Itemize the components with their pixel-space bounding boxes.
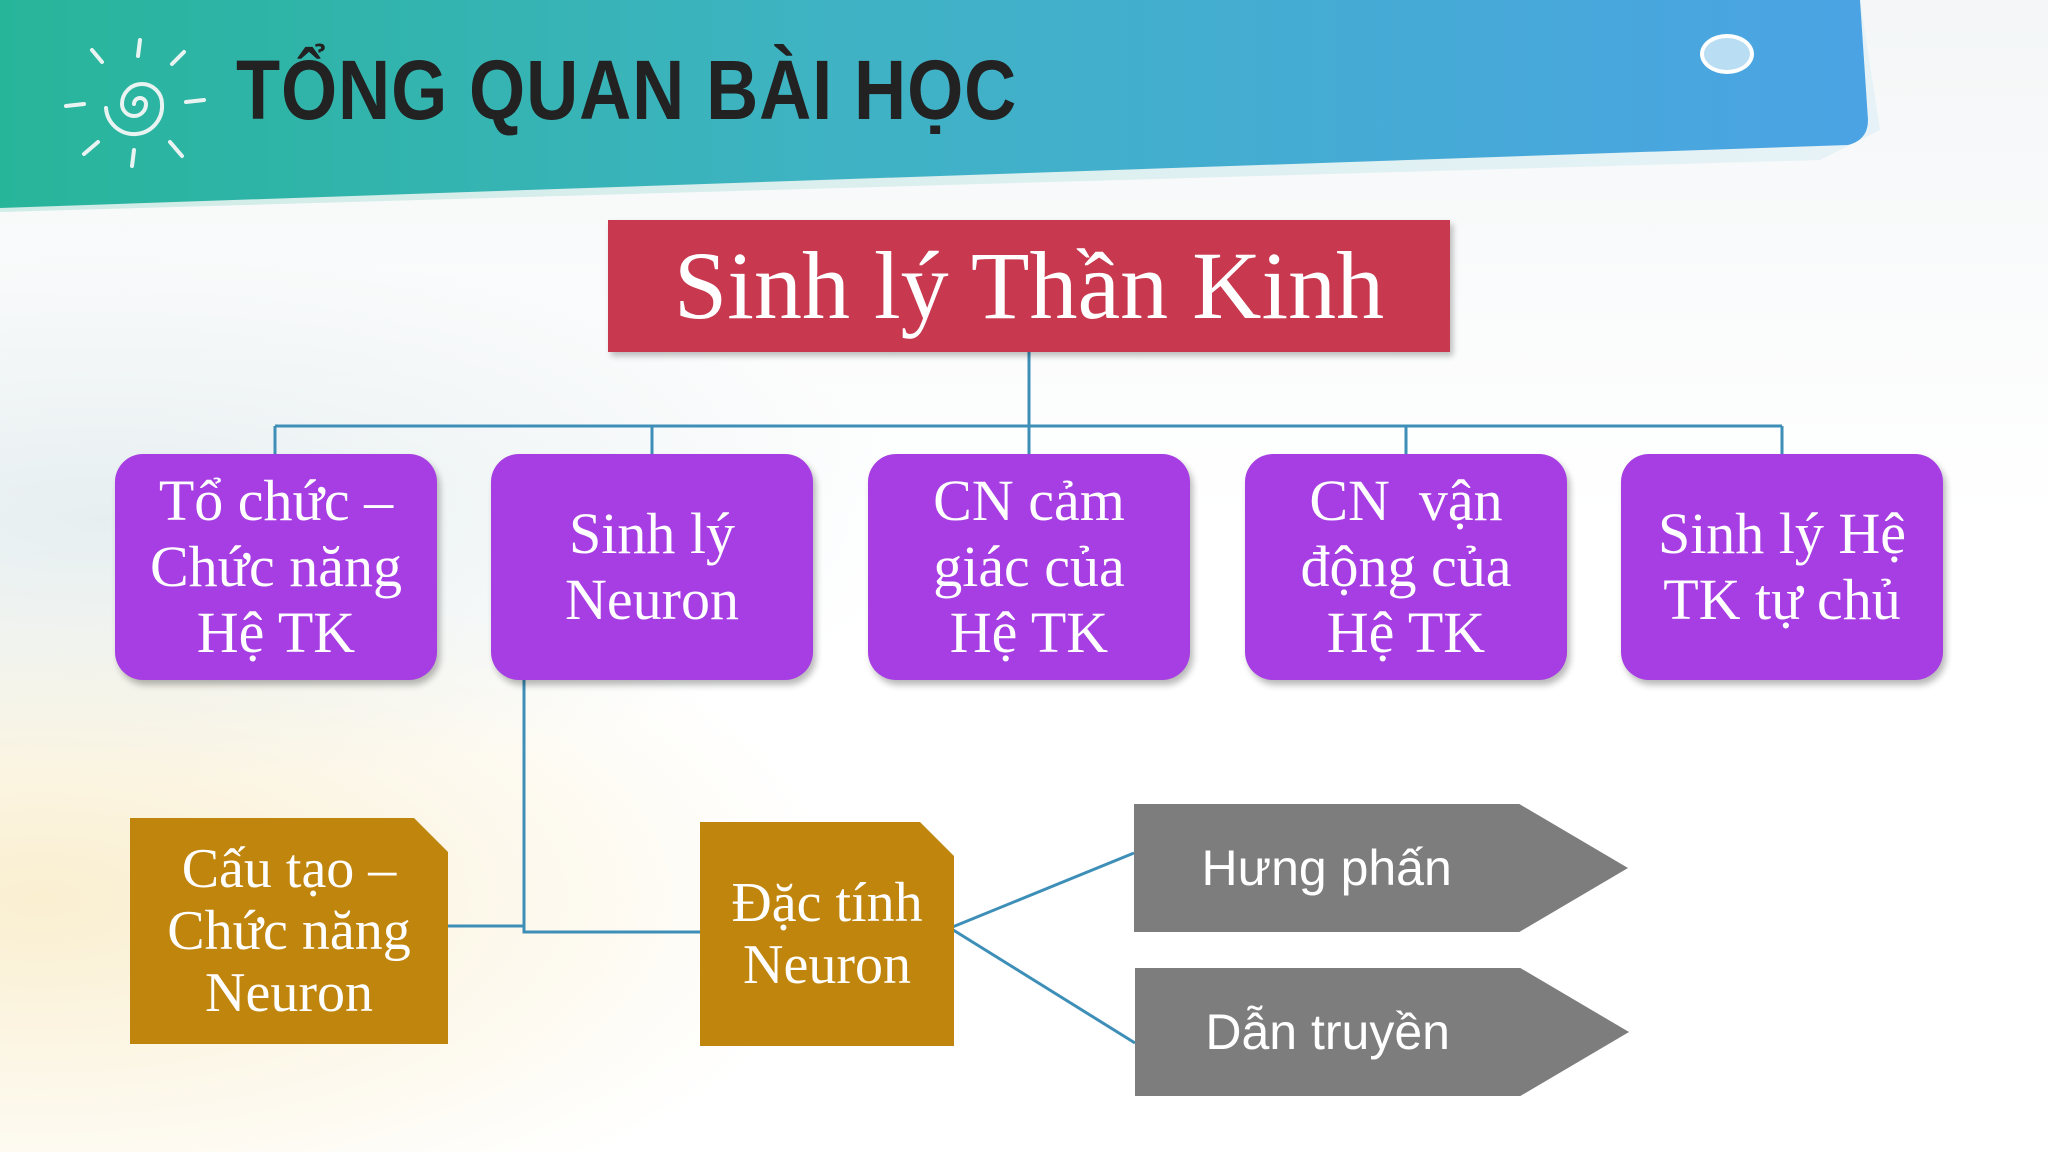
branch-label-line: Hệ TK (196, 600, 356, 665)
topic-label-line: Đặc tính (731, 872, 923, 934)
branch-label-line: CN cảm (933, 468, 1125, 533)
topic-label-line: Chức năng (167, 900, 411, 962)
topic-node-neuron-properties: Đặc tính Neuron (700, 822, 954, 1046)
branch-node-neuron-physiology: Sinh lý Neuron (491, 454, 813, 680)
branch-label-line: Hệ TK (949, 600, 1109, 665)
branch-label-line: Tổ chức – (158, 468, 394, 533)
property-label: Dẫn truyền (1205, 1004, 1450, 1060)
branch-label-line: Chức năng (149, 534, 403, 599)
sun-spiral-icon (64, 38, 206, 168)
branch-label-line: Sinh lý Hệ (1657, 501, 1907, 566)
branch-label-line: Hệ TK (1326, 600, 1486, 665)
branch-node-motor-function: CN vận động của Hệ TK (1245, 454, 1567, 680)
property-node-conduction: Dẫn truyền (1135, 968, 1629, 1096)
property-label: Hưng phấn (1201, 840, 1452, 896)
branch-node-autonomic-nervous-system: Sinh lý Hệ TK tự chủ (1621, 454, 1943, 680)
branch-label-line: giác của (933, 534, 1125, 599)
oval-decoration (1700, 34, 1754, 74)
branch-label-line: Neuron (565, 567, 739, 632)
branch-label-line: TK tự chủ (1663, 567, 1901, 632)
branch-node-nervous-system-organization: Tổ chức – Chức năng Hệ TK (115, 454, 437, 680)
branch-node-sensory-function: CN cảm giác của Hệ TK (868, 454, 1190, 680)
header-band (0, 0, 1880, 212)
slide-title: TỔNG QUAN BÀI HỌC (236, 43, 1018, 137)
topic-label-line: Neuron (743, 934, 911, 996)
property-node-excitability: Hưng phấn (1134, 804, 1628, 932)
root-node: Sinh lý Thần Kinh (608, 220, 1450, 352)
topic-label-line: Neuron (205, 962, 373, 1024)
branch-label-line: Sinh lý (569, 501, 735, 566)
branch-label-line: động của (1300, 534, 1512, 599)
root-node-label: Sinh lý Thần Kinh (673, 232, 1385, 339)
topic-label-line: Cấu tạo – (181, 838, 397, 900)
branch-label-line: CN vận (1309, 468, 1503, 533)
topic-node-neuron-structure: Cấu tạo – Chức năng Neuron (130, 818, 448, 1044)
